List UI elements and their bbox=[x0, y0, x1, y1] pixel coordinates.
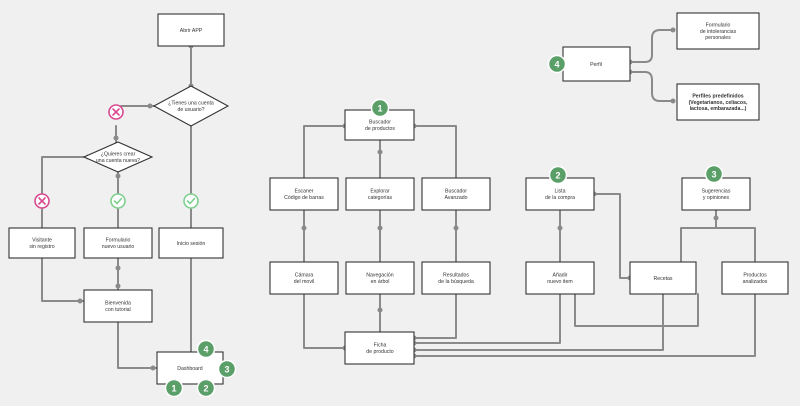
node-abrir-app: Abrir APP bbox=[157, 13, 225, 47]
svg-text:3: 3 bbox=[224, 365, 229, 375]
badge-dashboard-4: 4 bbox=[196, 339, 216, 359]
badge-sugerencias: 3 bbox=[704, 164, 724, 184]
label-abrir-app: Abrir APP bbox=[180, 28, 203, 34]
badge-buscador: 1 bbox=[370, 98, 390, 118]
edge-buscador-to-escaner bbox=[303, 125, 346, 179]
connectors bbox=[41, 29, 756, 369]
badge-lista: 2 bbox=[548, 165, 568, 185]
edge-resultados-to-ficha bbox=[413, 293, 457, 339]
label-recetas: Recetas bbox=[653, 276, 672, 282]
label-perfil: Perfil bbox=[590, 62, 602, 68]
svg-text:1: 1 bbox=[377, 104, 382, 114]
node-inicio-sesion: Inicio sesión bbox=[158, 227, 224, 259]
edge-lista-to-recetas bbox=[593, 193, 631, 279]
badge-dashboard-2: 2 bbox=[196, 378, 216, 398]
edge-anadir-to-ficha bbox=[413, 293, 561, 344]
badge-dashboard-3: 3 bbox=[217, 359, 237, 379]
edge-recetas-to-anadir bbox=[574, 293, 699, 327]
node-dashboard: Dashboard bbox=[156, 351, 224, 385]
label-dashboard: Dashboard bbox=[177, 366, 202, 372]
badge-perfil: 4 bbox=[547, 54, 567, 74]
edge-visitante-to-bienvenida bbox=[41, 257, 85, 302]
edge-productos-to-ficha bbox=[413, 293, 756, 357]
yes-icon bbox=[183, 193, 199, 209]
edge-perfil-to-intolerancias bbox=[629, 29, 674, 63]
svg-text:2: 2 bbox=[555, 171, 560, 181]
svg-text:4: 4 bbox=[554, 60, 559, 70]
edge-camara-to-ficha bbox=[303, 293, 346, 349]
edge-sugerencias-to-productos bbox=[715, 209, 756, 263]
svg-text:4: 4 bbox=[203, 345, 208, 355]
yes-icon bbox=[110, 193, 126, 209]
label-inicio-sesion: Inicio sesión bbox=[177, 241, 206, 247]
edge-bienvenida-to-dashboard bbox=[117, 321, 158, 369]
node-recetas: Recetas bbox=[629, 261, 697, 295]
edge-recetas-to-ficha bbox=[413, 293, 664, 351]
node-perfil: Perfil bbox=[562, 46, 631, 82]
badge-dashboard-1: 1 bbox=[164, 378, 184, 398]
node-perfiles-predefinidos: Perfiles predefinidos(Vegetarianos, celí… bbox=[676, 83, 760, 121]
edge-perfil-to-predefinidos bbox=[629, 71, 674, 102]
svg-text:3: 3 bbox=[711, 170, 716, 180]
no-icon bbox=[34, 193, 50, 209]
label-perfiles-predefinidos: Perfiles predefinidos(Vegetarianos, celí… bbox=[689, 93, 748, 112]
edge-sugerencias-to-recetas bbox=[680, 209, 717, 263]
svg-text:1: 1 bbox=[171, 384, 176, 394]
svg-text:2: 2 bbox=[203, 384, 208, 394]
edge-buscador-to-avanzado bbox=[413, 125, 457, 179]
no-icon bbox=[108, 104, 124, 120]
edge-quieres-to-no bbox=[41, 156, 85, 194]
